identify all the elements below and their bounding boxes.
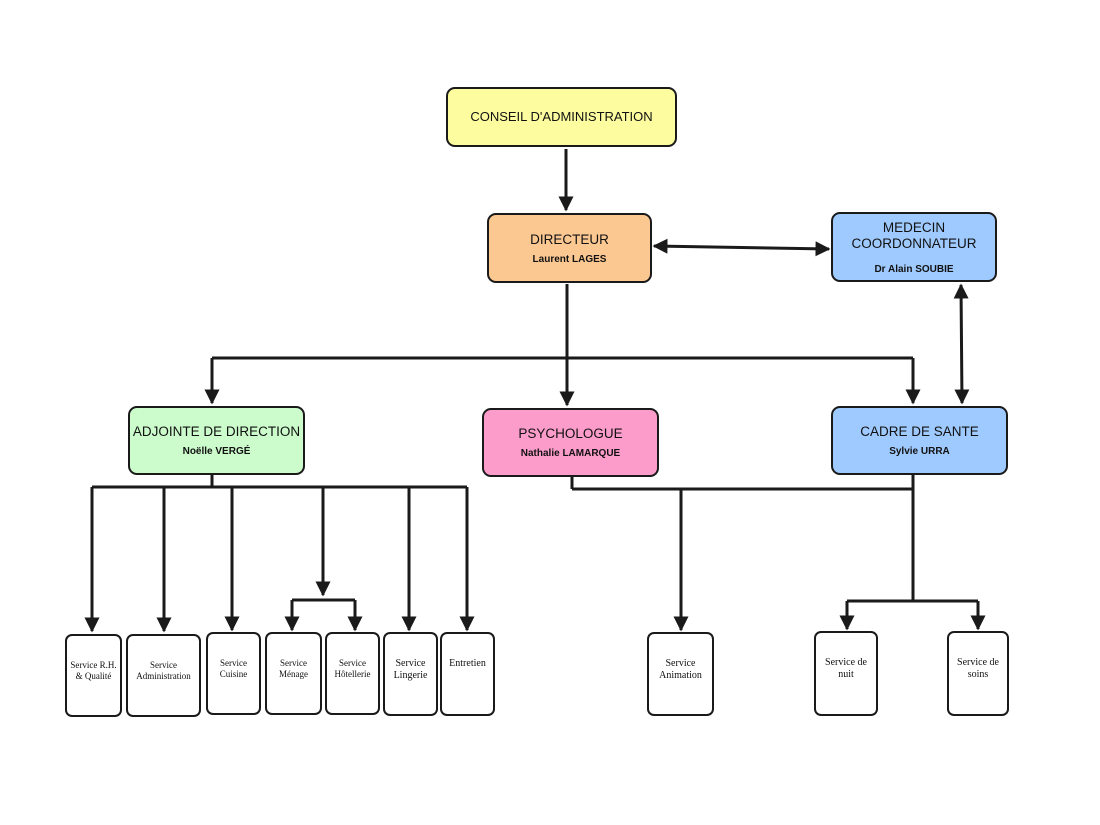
node-medecin-coordonnateur: MEDECIN COORDONNATEUR Dr Alain SOUBIE (831, 212, 997, 282)
node-conseil-administration: CONSEIL D'ADMINISTRATION (446, 87, 677, 147)
service-lingerie: Service Lingerie (383, 632, 438, 716)
node-title: DIRECTEUR (530, 231, 609, 247)
service-nuit: Service de nuit (814, 631, 878, 716)
node-directeur: DIRECTEUR Laurent LAGES (487, 213, 652, 283)
service-rh-qualite: Service R.H. & Qualité (65, 634, 122, 717)
node-title: CADRE DE SANTE (860, 424, 979, 439)
node-cadre-sante: CADRE DE SANTE Sylvie URRA (831, 406, 1008, 475)
service-entretien: Entretien (440, 632, 495, 716)
service-menage: Service Ménage (265, 632, 322, 715)
node-title: MEDECIN COORDONNATEUR (851, 219, 977, 251)
node-person: Sylvie URRA (889, 446, 950, 457)
service-soins: Service de soins (947, 631, 1009, 716)
node-person: Noëlle VERGÉ (182, 446, 251, 457)
link-directeur-medecin (652, 238, 831, 257)
node-adjointe-direction: ADJOINTE DE DIRECTION Noëlle VERGÉ (128, 406, 305, 475)
node-person: Nathalie LAMARQUE (520, 448, 621, 459)
node-title: CONSEIL D'ADMINISTRATION (470, 109, 653, 124)
node-person: Dr Alain SOUBIE (874, 263, 954, 275)
node-title: ADJOINTE DE DIRECTION (132, 424, 301, 439)
service-hotellerie: Service Hôtellerie (325, 632, 380, 715)
link-medecin-cadre (953, 283, 970, 405)
node-psychologue: PSYCHOLOGUE Nathalie LAMARQUE (482, 408, 659, 477)
node-title: PSYCHOLOGUE (518, 426, 623, 441)
service-animation: Service Animation (647, 632, 714, 716)
service-administration: Service Administration (126, 634, 201, 717)
node-person: Laurent LAGES (532, 253, 607, 265)
service-cuisine: Service Cuisine (206, 632, 261, 715)
